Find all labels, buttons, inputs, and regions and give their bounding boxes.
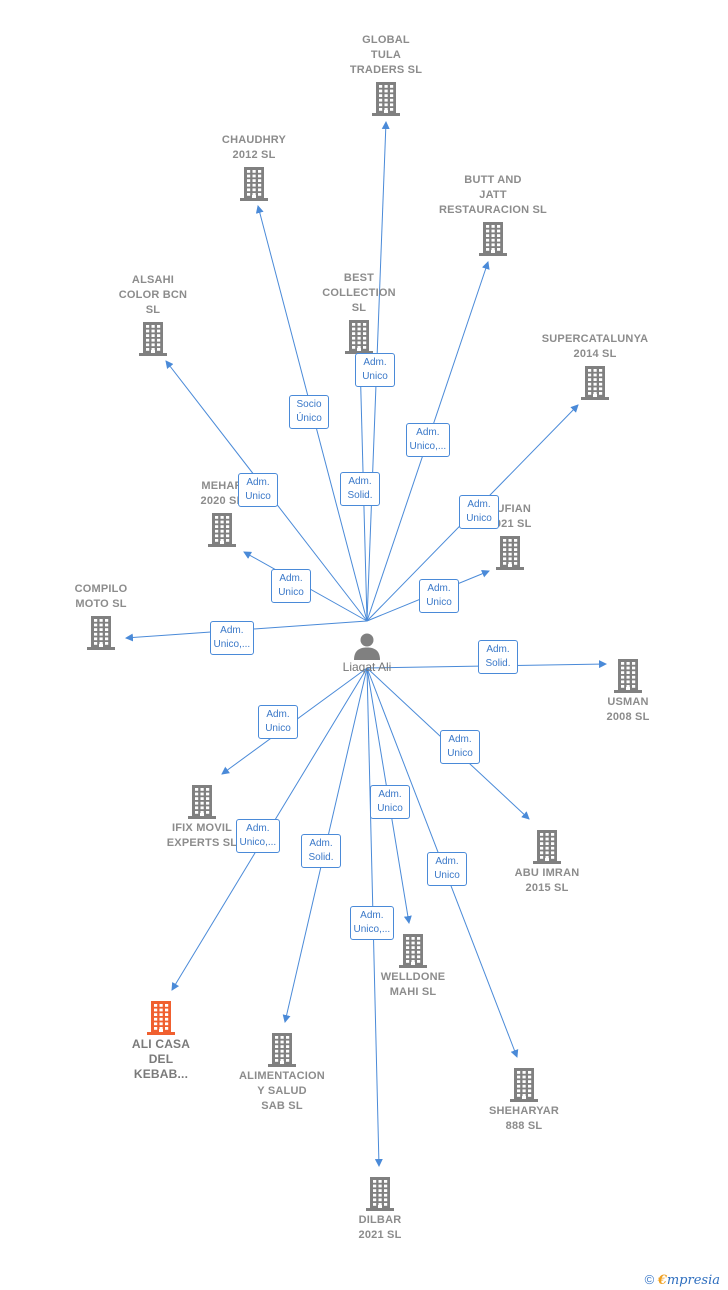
company-name: COMPILO MOTO SL: [74, 583, 128, 610]
relation-label-ali-casa[interactable]: Adm. Unico,...: [235, 819, 281, 853]
company-node-supercatalunya[interactable]: SUPERCATALUNYA 2014 SL: [520, 332, 670, 402]
relation-label-supercatalunya[interactable]: Adm. Unico: [459, 495, 499, 529]
company-node-ali-casa[interactable]: ALI CASA DEL KEBAB...: [86, 997, 236, 1082]
building-icon: [208, 513, 236, 547]
company-name: SHEHARYAR 888 SL: [488, 1105, 560, 1132]
company-node-compilo[interactable]: COMPILO MOTO SL: [26, 582, 176, 652]
relation-label-sufian[interactable]: Adm. Unico: [419, 579, 459, 613]
company-name: DILBAR 2021 SL: [358, 1214, 402, 1241]
relation-label-abu-imran[interactable]: Adm. Unico: [440, 730, 480, 764]
building-icon: [479, 222, 507, 256]
building-icon: [614, 659, 642, 693]
company-name: ABU IMRAN 2015 SL: [514, 867, 580, 894]
company-node-best-collection[interactable]: BEST COLLECTION SL: [284, 271, 434, 356]
company-name: ALI CASA DEL KEBAB...: [131, 1037, 191, 1081]
company-name: BEST COLLECTION SL: [322, 272, 396, 314]
building-icon: [581, 366, 609, 400]
building-icon: [533, 830, 561, 864]
relation-label-butt-jatt[interactable]: Adm. Unico,...: [405, 423, 451, 457]
relation-label-mehar[interactable]: Adm. Unico: [271, 569, 311, 603]
company-name: SUPERCATALUNYA 2014 SL: [541, 333, 649, 360]
company-node-butt-jatt[interactable]: BUTT AND JATT RESTAURACION SL: [418, 173, 568, 258]
relation-label-ifix[interactable]: Adm. Unico: [258, 705, 298, 739]
company-node-welldone[interactable]: WELLDONE MAHI SL: [338, 930, 488, 1000]
person-icon: [354, 633, 380, 660]
relation-label-compilo[interactable]: Adm. Unico,...: [209, 621, 255, 655]
relation-label-dilbar[interactable]: Adm. Unico,...: [349, 906, 395, 940]
relation-label-chaudhry[interactable]: Socio Único: [289, 395, 329, 429]
relation-label-global-tula[interactable]: Adm. Unico: [355, 353, 395, 387]
company-name: CHAUDHRY 2012 SL: [221, 134, 287, 161]
relation-label-best-collection[interactable]: Adm. Solid.: [340, 472, 380, 506]
company-name: BUTT AND JATT RESTAURACION SL: [439, 174, 547, 216]
relation-label-welldone[interactable]: Adm. Unico: [370, 785, 410, 819]
building-icon: [372, 82, 400, 116]
relation-label-alsahi[interactable]: Adm. Unico: [238, 473, 278, 507]
company-node-mehar[interactable]: MEHAR 2020 SL: [147, 479, 297, 549]
company-node-alimentacion[interactable]: ALIMENTACION Y SALUD SAB SL: [207, 1029, 357, 1114]
building-icon: [345, 320, 373, 354]
company-node-sheharyar[interactable]: SHEHARYAR 888 SL: [449, 1064, 599, 1134]
company-name: WELLDONE MAHI SL: [380, 971, 446, 998]
building-icon: [366, 1177, 394, 1211]
company-node-alsahi[interactable]: ALSAHI COLOR BCN SL: [78, 273, 228, 358]
building-icon: [139, 322, 167, 356]
footer-brand: © €mpresia: [645, 1272, 720, 1288]
building-icon: [188, 785, 216, 819]
company-node-sufian[interactable]: SUFIAN 2021 SL: [435, 502, 585, 572]
relation-label-usman[interactable]: Adm. Solid.: [478, 640, 518, 674]
company-name: GLOBAL TULA TRADERS SL: [349, 34, 423, 76]
building-icon: [240, 167, 268, 201]
company-name: ALSAHI COLOR BCN SL: [118, 274, 188, 316]
relation-label-sheharyar[interactable]: Adm. Unico: [427, 852, 467, 886]
building-icon: [268, 1033, 296, 1067]
building-icon: [147, 1001, 175, 1035]
person-name: Liaqat Ali: [342, 660, 392, 674]
building-icon: [399, 934, 427, 968]
building-icon: [496, 536, 524, 570]
company-name: ALIMENTACION Y SALUD SAB SL: [239, 1070, 325, 1112]
building-icon: [510, 1068, 538, 1102]
company-node-ifix[interactable]: IFIX MOVIL EXPERTS SL: [127, 781, 277, 851]
brand-logo: €mpresia: [657, 1273, 720, 1288]
building-icon: [87, 616, 115, 650]
company-name: IFIX MOVIL EXPERTS SL: [166, 822, 238, 849]
company-name: USMAN 2008 SL: [606, 696, 650, 723]
copyright-icon: ©: [644, 1272, 655, 1287]
company-node-dilbar[interactable]: DILBAR 2021 SL: [305, 1173, 455, 1243]
company-node-abu-imran[interactable]: ABU IMRAN 2015 SL: [472, 826, 622, 896]
company-node-chaudhry[interactable]: CHAUDHRY 2012 SL: [179, 133, 329, 203]
company-name: SUFIAN 2021 SL: [488, 503, 532, 530]
company-node-usman[interactable]: USMAN 2008 SL: [553, 655, 703, 725]
company-node-global-tula[interactable]: GLOBAL TULA TRADERS SL: [311, 33, 461, 118]
relation-label-alimentacion[interactable]: Adm. Solid.: [301, 834, 341, 868]
person-node[interactable]: Liaqat Ali: [307, 632, 427, 674]
